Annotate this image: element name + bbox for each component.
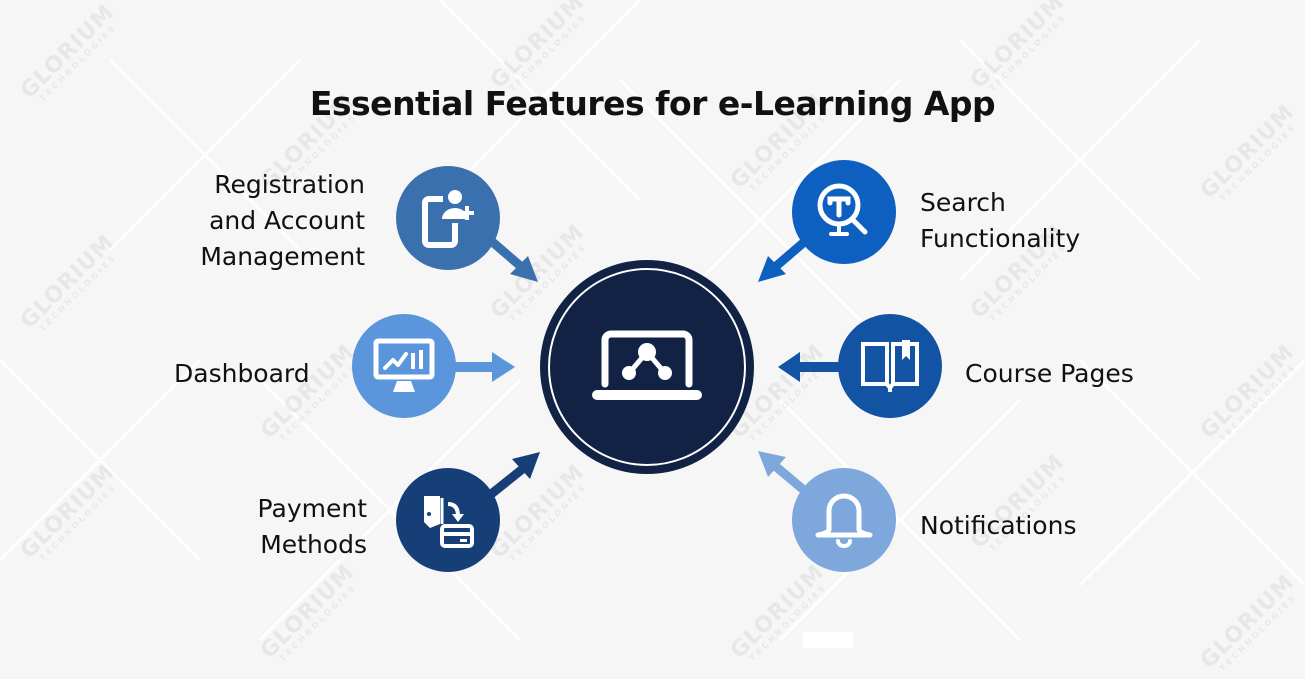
- feature-node-payment: [396, 468, 500, 572]
- search-text-icon: [817, 183, 868, 236]
- arrow-dashboard: [440, 352, 515, 382]
- feature-label-registration: Registration and Account Management: [200, 170, 365, 271]
- wallet-card-icon: [424, 496, 474, 548]
- feature-label-payment: Payment Methods: [257, 494, 367, 559]
- feature-node-registration: [396, 166, 500, 270]
- feature-label-notifications: Notifications: [920, 511, 1077, 540]
- feature-label-dashboard: Dashboard: [174, 359, 310, 388]
- arrow-course: [778, 352, 856, 382]
- feature-label-search: Search Functionality: [920, 188, 1081, 253]
- monitor-chart-icon: [373, 338, 435, 392]
- feature-node-notifications: [792, 468, 896, 572]
- page-title: Essential Features for e-Learning App: [309, 84, 996, 124]
- center-ring: [548, 268, 746, 466]
- bell-icon: [815, 493, 873, 548]
- feature-label-course: Course Pages: [965, 359, 1134, 388]
- phone-add-user-icon: [422, 189, 474, 248]
- open-book-icon: [861, 340, 919, 392]
- feature-node-dashboard: [352, 314, 456, 418]
- bottom-tab-decoration: [803, 632, 853, 648]
- feature-node-course: [838, 314, 942, 418]
- feature-node-search: [792, 160, 896, 264]
- center-hub: [540, 260, 754, 474]
